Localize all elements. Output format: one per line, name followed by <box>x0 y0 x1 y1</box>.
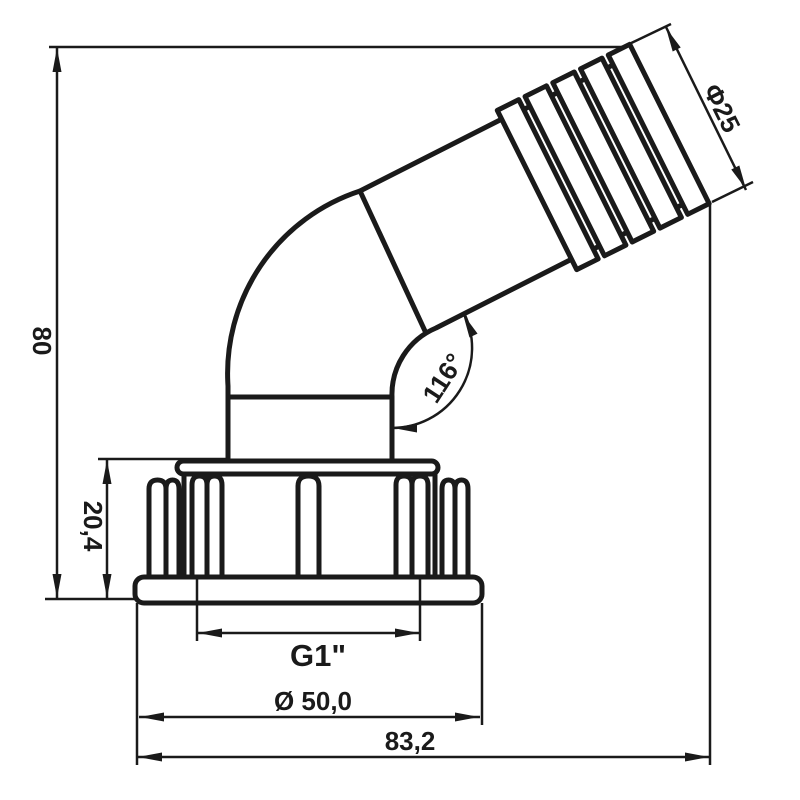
hose-barb <box>494 41 712 273</box>
dim-thread-label: G1" <box>290 638 346 673</box>
nut-flange <box>132 574 485 606</box>
dim-flange-diameter-label: Ø 50,0 <box>274 686 352 716</box>
knurl-bar <box>452 477 471 578</box>
barb-rib <box>522 83 629 259</box>
barb-rib <box>494 97 601 273</box>
barb-rib <box>605 41 712 217</box>
knurl-bar <box>204 473 225 578</box>
elbow-inner-contour <box>389 256 575 466</box>
dim-overall-height-label: 80 <box>27 327 57 356</box>
dim-nut-height-label: 20,4 <box>78 501 108 552</box>
extension-lines <box>45 22 754 765</box>
dimension-flange-diameter: Ø 50,0 <box>139 686 480 722</box>
part-body <box>132 41 712 606</box>
dimension-overall-width: 83,2 <box>137 726 710 762</box>
dimension-overall-height: 80 <box>27 47 62 599</box>
dim-elbow-angle-label: 116° <box>416 348 470 408</box>
barb-rib <box>578 55 684 231</box>
dimension-nut-height: 20,4 <box>78 459 112 599</box>
knurl-bar <box>146 477 169 578</box>
nut-top-band <box>174 458 441 477</box>
union-nut <box>132 458 485 606</box>
barb-rib <box>550 69 657 245</box>
knurl-bar <box>409 473 431 578</box>
nut-body-edges <box>181 471 438 580</box>
dim-overall-width-label: 83,2 <box>385 726 436 756</box>
knurl-bar <box>163 477 182 578</box>
dimension-thread: G1" <box>197 628 420 673</box>
elbow-outer-contour <box>225 116 505 466</box>
pipe-joint-line <box>357 188 428 334</box>
knurl-bar <box>295 473 322 578</box>
